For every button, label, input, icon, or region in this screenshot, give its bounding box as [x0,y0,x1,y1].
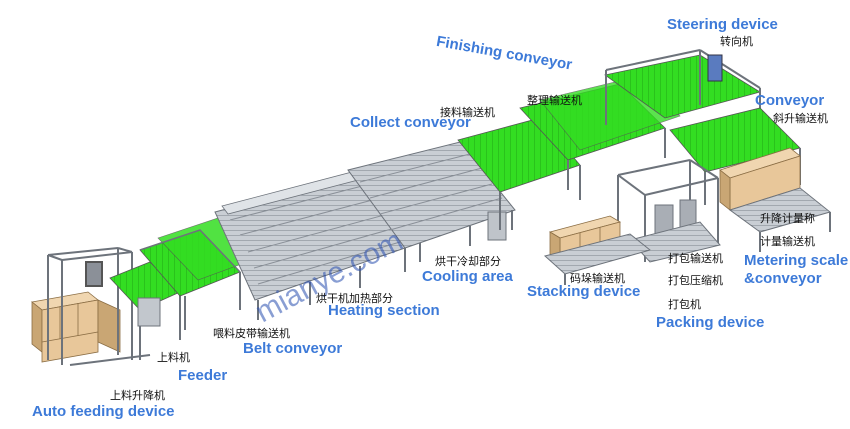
label-cooling-cn: 烘干冷却部分 [435,255,501,268]
label-finishing-cn: 整理输送机 [527,94,582,107]
auto-feeding-cartons [31,291,121,363]
label-feeder-cn: 上料机 [157,351,190,364]
label-packing-cn1: 打包输送机 [668,252,723,265]
cooling-area [347,141,516,262]
label-collect-cn: 接料输送机 [440,106,495,119]
label-metering-cn2: 计量输送机 [760,235,815,248]
label-cooling-en: Cooling area [422,268,513,285]
label-heating-en: Heating section [328,302,440,319]
metering-scale-conveyor [719,147,832,252]
label-steering-cn: 转向机 [720,35,753,48]
label-stacking-cn: 码垛输送机 [570,272,625,285]
label-packing-cn2: 打包压缩机 [668,274,723,287]
label-metering-en1: Metering scale [744,252,849,269]
label-belt-en: Belt conveyor [243,340,343,357]
label-feeder-en: Feeder [178,367,228,384]
label-packing-en: Packing device [656,314,765,331]
label-belt-cn: 喂料皮带输送机 [213,327,290,340]
stacking-device [543,215,652,285]
label-autofeed-cn: 上料升降机 [110,389,165,402]
label-conveyor-en: Conveyor [755,92,825,109]
label-autofeed-en: Auto feeding device [32,403,175,420]
label-packing-cn3: 打包机 [668,298,701,311]
label-conveyor-cn: 斜升输送机 [773,112,828,125]
label-stacking-en: Stacking device [527,283,641,300]
label-collect-en: Collect conveyor [350,114,471,131]
label-steering-en: Steering device [667,16,778,33]
label-heating-cn: 烘干机加热部分 [316,292,393,305]
label-metering-cn1: 升降计量称 [760,212,815,225]
label-metering-en2: &conveyor [744,270,822,287]
steering-device [604,49,761,140]
